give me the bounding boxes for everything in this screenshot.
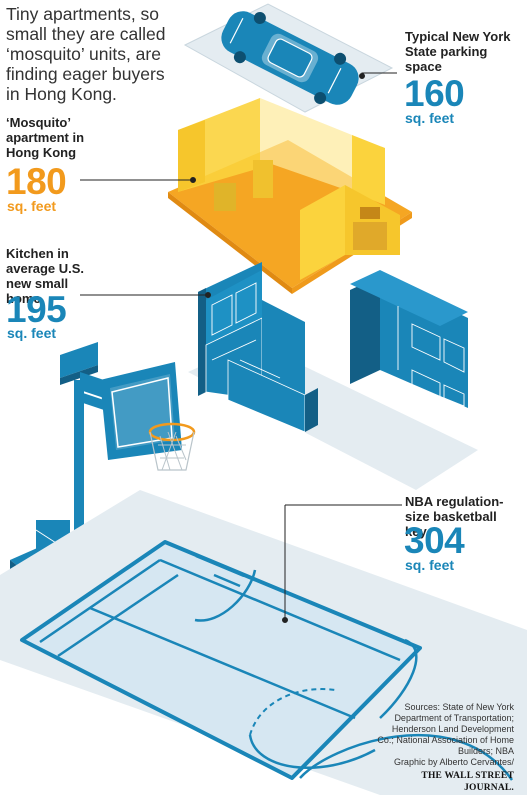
car-icon xyxy=(183,3,394,113)
parking-label: Typical New York State parking space xyxy=(405,29,511,74)
mosquito-label: ‘Mosquito’ apartment in Hong Kong xyxy=(6,115,85,160)
sources: Sources: State of New York Department of… xyxy=(377,702,514,756)
court-icon xyxy=(0,490,527,795)
kitchen-value: 195 xyxy=(6,289,67,330)
parking-unit: sq. feet xyxy=(405,110,455,126)
court-label: NBA regulation-size basketball key xyxy=(405,494,504,539)
graphic-credit: Graphic by Alberto Cervantes/ xyxy=(393,757,514,767)
kitchen-unit: sq. feet xyxy=(7,325,57,341)
apartment-icon xyxy=(168,98,412,294)
court-value: 304 xyxy=(404,520,465,561)
publisher-logo: THE WALL STREET JOURNAL. xyxy=(421,771,514,793)
kitchen-label: Kitchen in average U.S. new small home xyxy=(6,246,85,306)
mosquito-unit: sq. feet xyxy=(7,198,57,214)
mosquito-value: 180 xyxy=(6,161,67,202)
leader-lines xyxy=(80,72,402,623)
court-unit: sq. feet xyxy=(405,557,455,573)
headline: Tiny apartments, so small they are calle… xyxy=(6,4,166,104)
kitchen-icon xyxy=(188,262,478,490)
parking-value: 160 xyxy=(404,73,465,114)
